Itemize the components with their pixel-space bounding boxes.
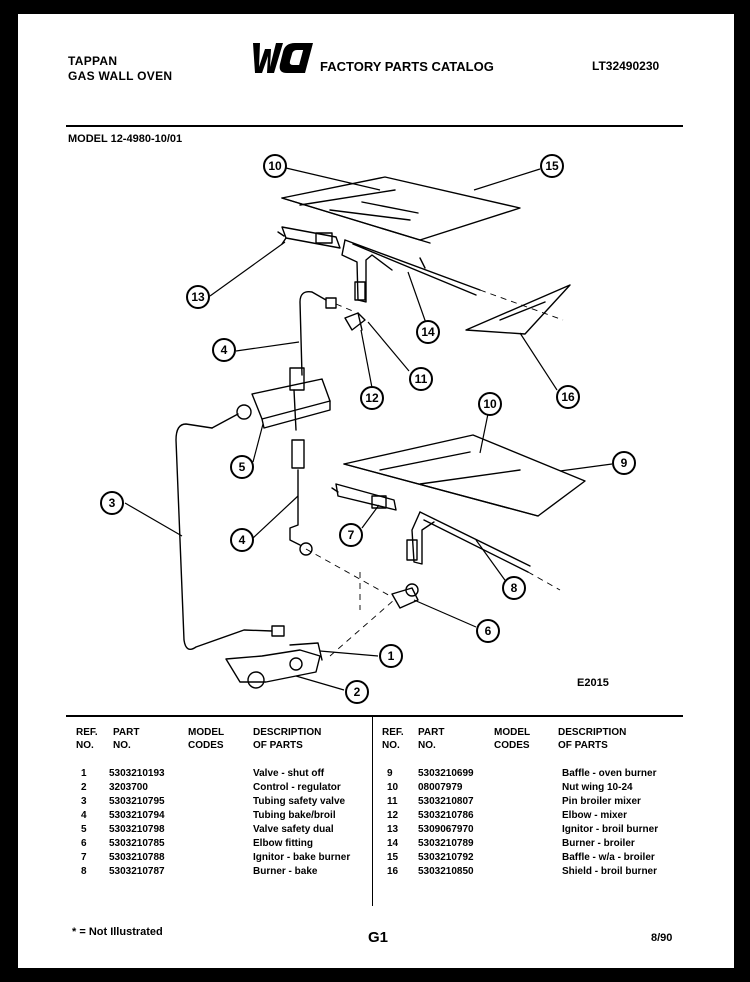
catalog-page [18,14,734,968]
model-number: MODEL 12-4980-10/01 [68,133,183,145]
callout-1: 1 [379,644,403,668]
svg-text:5: 5 [239,460,246,474]
shutoff-valve-part [225,642,323,689]
print-date: 8/90 [651,932,673,944]
callout-4-lower: 4 [230,528,254,552]
diagram-code: E2015 [577,677,609,689]
callout-4: 4 [212,338,236,362]
callout-7: 7 [339,523,363,547]
not-illustrated-note: * = Not Illustrated [72,926,163,938]
svg-text:9: 9 [621,456,628,470]
bake-burner-part [406,511,531,573]
bake-tubing-part [289,439,313,556]
svg-text:4: 4 [239,533,246,547]
catalog-title: FACTORY PARTS CATALOG [320,59,494,74]
page-number: G1 [368,929,389,946]
table-top-rule [66,715,683,717]
callout-10: 10 [263,154,287,178]
elbow-fitting-part [391,583,419,609]
callout-15: 15 [540,154,564,178]
svg-text:6: 6 [485,624,492,638]
svg-text:4: 4 [221,343,228,357]
safety-valve-part [211,367,331,431]
callout-3: 3 [100,491,124,515]
brand-name: TAPPAN [68,54,118,68]
callout-11: 11 [409,367,433,391]
callout-10-lower: 10 [478,392,502,416]
broil-shield-part [465,284,571,335]
svg-text:16: 16 [561,390,575,404]
callout-9: 9 [612,451,636,475]
callout-8: 8 [502,576,526,600]
callout-2: 2 [345,680,369,704]
header-divider [66,125,683,127]
header-ref-no-right: REF.NO. [382,727,404,751]
callout-12: 12 [360,386,384,410]
svg-text:13: 13 [191,290,205,304]
svg-text:1: 1 [388,649,395,663]
safety-valve-tubing-part [175,423,285,650]
callout-13: 13 [186,285,210,309]
svg-text:10: 10 [268,159,282,173]
bake-ignitor-part [331,483,397,511]
oven-baffle-part [343,434,586,517]
callout-14: 14 [416,320,440,344]
callout-5: 5 [230,455,254,479]
broil-tubing-part [299,291,366,376]
svg-text:12: 12 [365,391,379,405]
broil-burner-part [341,239,481,303]
exploded-parts-diagram: 10 15 13 14 4 11 12 16 10 9 5 3 7 4 8 6 … [100,154,636,704]
catalog-number: LT32490230 [592,59,660,73]
wci-logo-icon [253,43,313,73]
callout-6: 6 [476,619,500,643]
table-column-divider [372,717,373,906]
svg-text:14: 14 [421,325,435,339]
svg-text:7: 7 [348,528,355,542]
product-name: GAS WALL OVEN [68,69,173,83]
svg-text:3: 3 [109,496,116,510]
svg-text:10: 10 [483,397,497,411]
header-ref-no-left: REF.NO. [76,727,98,751]
svg-text:8: 8 [511,581,518,595]
svg-text:2: 2 [354,685,361,699]
broil-ignitor-part [277,226,341,249]
svg-text:15: 15 [545,159,559,173]
svg-text:11: 11 [415,372,428,386]
upper-baffle-part [281,176,521,244]
callout-16: 16 [556,385,580,409]
